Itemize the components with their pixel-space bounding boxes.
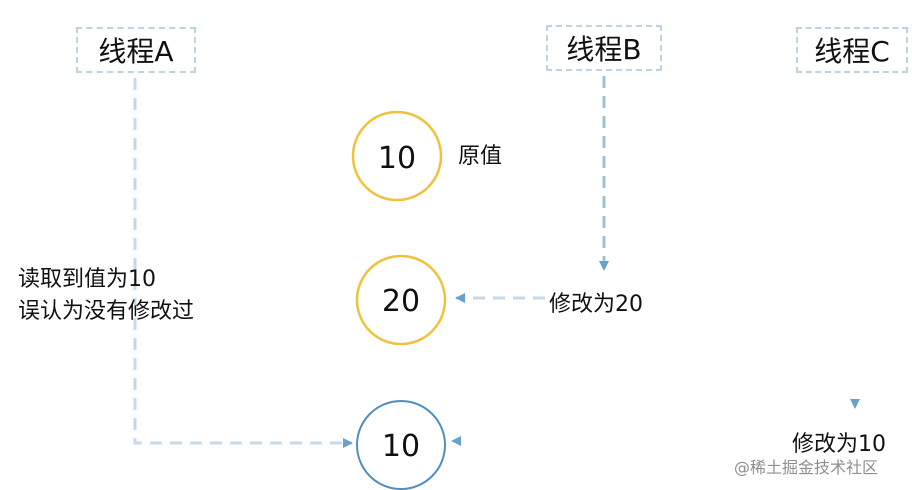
thread-a-mistake-label: 误认为没有修改过 xyxy=(18,299,195,324)
thread-b-box: 线程B xyxy=(546,25,662,71)
original-value-circle xyxy=(351,110,443,202)
restored-value-text: 10 xyxy=(382,429,420,464)
thread-c-box: 线程C xyxy=(796,27,908,73)
restored-value-circle xyxy=(356,400,446,490)
thread-a-box: 线程A xyxy=(76,27,196,73)
thread-b-action-label: 修改为20 xyxy=(549,292,643,317)
watermark-text: @稀土掘金技术社区 xyxy=(734,458,879,477)
thread-a-read-label: 读取到值为10 xyxy=(18,267,156,292)
original-value-text: 10 xyxy=(378,141,416,176)
modified-value-text: 20 xyxy=(382,284,420,319)
modified-value-circle xyxy=(355,254,447,346)
thread-a-connector xyxy=(133,78,353,448)
thread-c-action-label: 修改为10 xyxy=(792,432,886,457)
original-value-label: 原值 xyxy=(458,144,503,169)
